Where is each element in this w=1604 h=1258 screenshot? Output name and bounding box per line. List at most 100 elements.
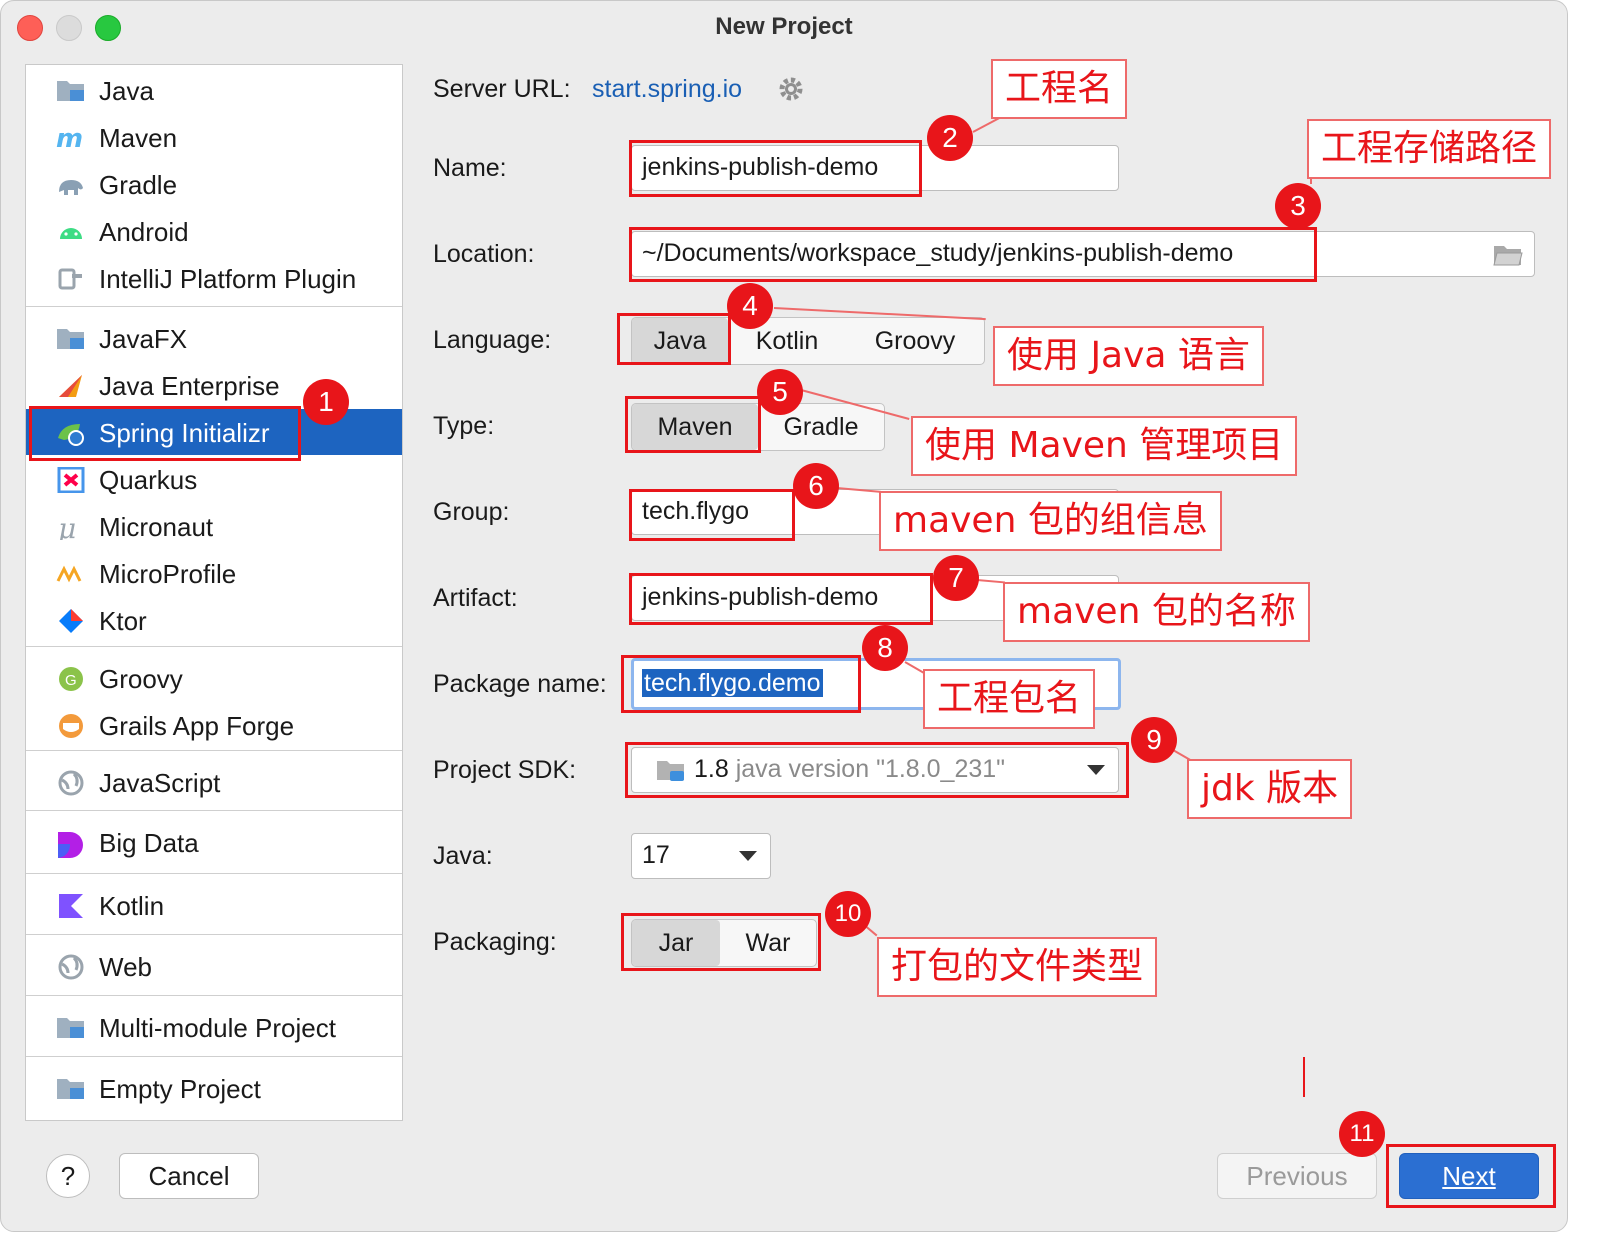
package-name-selected-text: tech.flygo.demo: [642, 669, 823, 697]
kotlin-icon: [56, 893, 86, 919]
sidebar-item-label: Multi-module Project: [99, 1013, 336, 1043]
highlight-sdk: [625, 742, 1129, 798]
folder-browse-icon[interactable]: [1493, 241, 1523, 267]
chevron-down-icon: [1087, 765, 1105, 775]
callout-type: 使用 Maven 管理项目: [911, 416, 1298, 476]
svg-text:G: G: [65, 672, 77, 689]
groovy-icon: G: [56, 666, 86, 692]
window-title: New Project: [715, 13, 853, 40]
sidebar-item-microprofile[interactable]: MicroProfile: [26, 550, 402, 596]
type-option-gradle[interactable]: Gradle: [783, 413, 859, 441]
badge-3: 3: [1275, 183, 1321, 229]
sidebar-item-label: Android: [99, 217, 189, 247]
callout-group: maven 包的组信息: [879, 491, 1222, 551]
sidebar-item-grails-app-forge[interactable]: Grails App Forge: [26, 702, 402, 748]
location-label: Location:: [433, 240, 535, 268]
maven-icon: m: [56, 124, 86, 154]
sidebar-item-intellij-platform-plugin[interactable]: IntelliJ Platform Plugin: [26, 255, 402, 301]
sidebar-separator: [26, 995, 402, 996]
callout-language: 使用 Java 语言: [993, 326, 1264, 386]
highlight-group: [629, 489, 795, 541]
quarkus-icon: [56, 466, 86, 494]
sidebar-separator: [26, 646, 402, 647]
jdk-folder-icon: [656, 757, 688, 783]
badge-9: 9: [1131, 717, 1177, 763]
sidebar-separator: [26, 306, 402, 307]
grails-icon: [56, 713, 86, 739]
close-window-button[interactable]: [17, 15, 43, 41]
sidebar-item-label: Micronaut: [99, 512, 214, 542]
language-selector: Java Kotlin Groovy: [631, 317, 985, 365]
language-option-kotlin[interactable]: Kotlin: [755, 327, 819, 355]
sidebar-item-label: Groovy: [99, 664, 183, 694]
callout-sdk: jdk 版本: [1187, 759, 1353, 819]
packaging-label: Packaging:: [433, 928, 557, 956]
sdk-detail: java version "1.8.0_231": [735, 755, 1006, 783]
language-option-groovy[interactable]: Groovy: [874, 327, 956, 355]
language-label: Language:: [433, 326, 552, 354]
sidebar-item-label: Empty Project: [99, 1074, 261, 1104]
zoom-window-button[interactable]: [95, 15, 121, 41]
sidebar-item-java[interactable]: Java: [26, 67, 402, 113]
sidebar-item-maven[interactable]: m Maven: [26, 114, 402, 160]
cancel-button[interactable]: Cancel: [119, 1153, 259, 1199]
sidebar-item-label: Maven: [99, 123, 178, 153]
project-sdk-label: Project SDK:: [433, 756, 577, 784]
sidebar-item-java-enterprise[interactable]: Java Enterprise: [26, 362, 402, 408]
sidebar-item-label: JavaScript: [99, 768, 221, 798]
language-option-java[interactable]: Java: [632, 318, 728, 364]
help-button[interactable]: ?: [46, 1154, 90, 1198]
sidebar-item-label: Java: [99, 76, 154, 106]
badge-7: 7: [933, 555, 979, 601]
highlight-type: [625, 396, 761, 453]
packaging-option-war[interactable]: War: [745, 929, 791, 957]
badge-5: 5: [757, 369, 803, 415]
ktor-icon: [56, 608, 86, 634]
server-url-link[interactable]: start.spring.io: [592, 75, 743, 103]
server-url-label: Server URL:: [433, 75, 571, 103]
gear-icon[interactable]: [778, 76, 804, 102]
sidebar-separator: [26, 873, 402, 874]
sidebar-item-gradle[interactable]: Gradle: [26, 161, 402, 207]
location-field[interactable]: ~/Documents/workspace_study/jenkins-publ…: [631, 231, 1535, 277]
next-button[interactable]: Next: [1399, 1153, 1539, 1199]
folder-icon: [56, 1076, 86, 1102]
sidebar-item-groovy[interactable]: G Groovy: [26, 655, 402, 701]
big-data-icon: [56, 830, 86, 858]
badge-6: 6: [793, 463, 839, 509]
callout-name: 工程名: [991, 59, 1128, 119]
sidebar-item-label: IntelliJ Platform Plugin: [99, 264, 357, 294]
sidebar-item-label: Grails App Forge: [99, 711, 295, 741]
minimize-window-button[interactable]: [56, 15, 82, 41]
sidebar-item-javafx[interactable]: JavaFX: [26, 315, 402, 361]
sdk-version: 1.8: [694, 755, 729, 783]
callout-location: 工程存储路径: [1307, 119, 1552, 179]
title-bar: New Project: [1, 1, 1567, 53]
type-label: Type:: [433, 412, 495, 440]
packaging-option-jar[interactable]: Jar: [632, 920, 720, 966]
highlight-artifact: [629, 573, 933, 625]
highlight-spring-initializr: [29, 406, 301, 461]
sidebar-separator: [26, 750, 402, 751]
sidebar-item-empty-project[interactable]: Empty Project: [26, 1065, 402, 1111]
sidebar-item-label: Java Enterprise: [99, 371, 280, 401]
sidebar-item-ktor[interactable]: Ktor: [26, 597, 402, 643]
sidebar-item-big-data[interactable]: Big Data: [26, 819, 402, 865]
sidebar-separator: [26, 1056, 402, 1057]
name-field[interactable]: jenkins-publish-demo: [631, 145, 1119, 191]
sidebar-item-label: Ktor: [99, 606, 147, 636]
previous-button[interactable]: Previous: [1217, 1153, 1377, 1199]
sidebar-item-label: JavaFX: [99, 324, 188, 354]
project-sdk-dropdown[interactable]: 1.8 java version "1.8.0_231": [631, 747, 1119, 793]
sidebar-item-multi-module-project[interactable]: Multi-module Project: [26, 1004, 402, 1050]
sidebar-item-android[interactable]: Android: [26, 208, 402, 254]
sidebar-item-web[interactable]: Web: [26, 943, 402, 989]
sidebar-item-kotlin[interactable]: Kotlin: [26, 882, 402, 928]
name-label: Name:: [433, 154, 507, 182]
sidebar-item-javascript[interactable]: JavaScript: [26, 759, 402, 805]
callout-package: 工程包名: [923, 669, 1096, 729]
sidebar-item-quarkus[interactable]: Quarkus: [26, 456, 402, 502]
plugin-icon: [56, 266, 86, 292]
type-option-maven[interactable]: Maven: [632, 404, 758, 450]
